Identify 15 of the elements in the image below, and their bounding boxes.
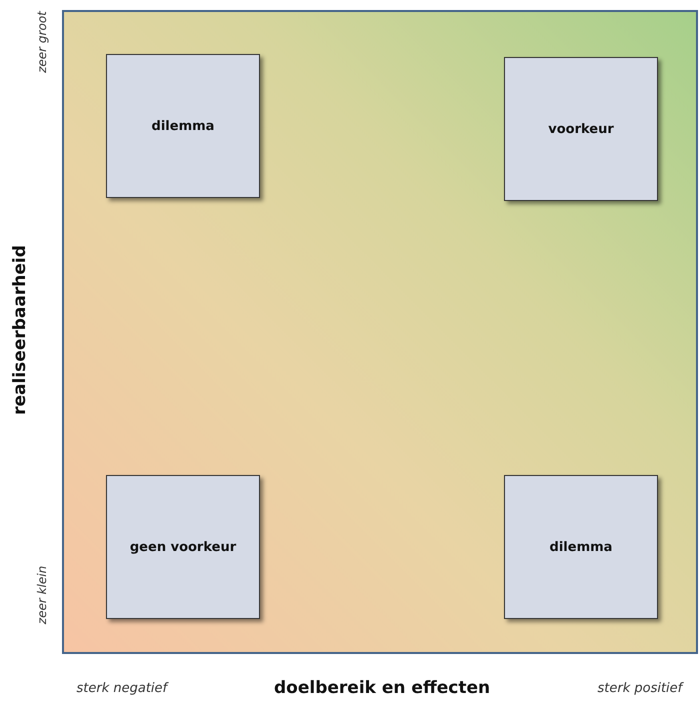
axis-end-label: sterk positief bbox=[598, 680, 682, 696]
quadrant-box bbox=[504, 57, 658, 201]
axis-end-label: zeer klein bbox=[35, 566, 50, 624]
quadrant-label: dilemma bbox=[152, 118, 214, 134]
quadrant-label: voorkeur bbox=[548, 122, 614, 136]
axis-end-label: zeer groot bbox=[34, 11, 49, 73]
quadrant-box bbox=[106, 54, 260, 198]
quadrant-label: geen voorkeur bbox=[130, 540, 236, 554]
quadrant-box bbox=[106, 475, 260, 619]
axis-title: realiseerbaarheid bbox=[10, 245, 30, 415]
axis-title: doelbereik en effecten bbox=[274, 678, 490, 698]
chart-area bbox=[62, 10, 698, 654]
quadrant-box bbox=[504, 475, 658, 619]
axis-end-label: sterk negatief bbox=[76, 680, 168, 696]
quadrant-label: dilemma bbox=[550, 540, 612, 554]
